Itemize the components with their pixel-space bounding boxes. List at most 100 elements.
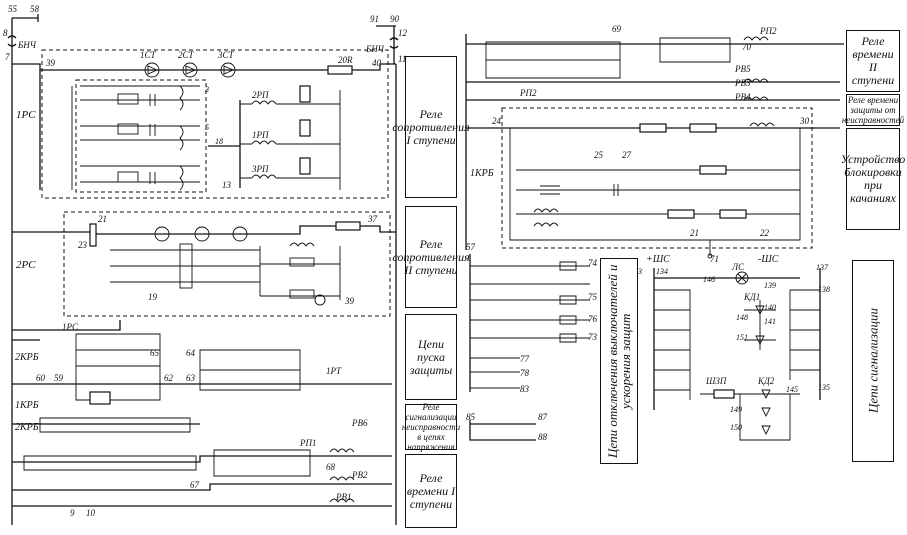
label-139: 139 (764, 281, 776, 290)
block-rv2: 69 70 РП2 РВ5 РВ3 РВ4 РП2 (465, 24, 844, 250)
label-2st: 2СТ (178, 50, 195, 60)
label-90: 90 (390, 14, 400, 24)
caption-tsepi-otkl: Цепи отключения выключателей и ускорения… (600, 258, 638, 464)
label-18: 18 (215, 137, 223, 146)
label-shzp: ШЗП (705, 376, 727, 386)
label-11: 11 (398, 54, 406, 64)
label-rp1: РП1 (299, 438, 317, 448)
label-88: 88 (538, 432, 548, 442)
label-rv2: РВ2 (351, 470, 368, 480)
label-75: 75 (588, 292, 598, 302)
label-76: 76 (588, 314, 598, 324)
label-149: 149 (730, 405, 742, 414)
label-39: 39 (45, 58, 56, 68)
left-supply: 55 58 8 БНЧ 7 (3, 4, 40, 64)
svg-text:2РП: 2РП (252, 90, 269, 100)
label-138: 138 (818, 285, 830, 294)
label-20r: 20R (338, 55, 353, 65)
label-2krb-a: 2КРБ (15, 352, 39, 363)
label-7: 7 (5, 52, 10, 62)
block-sign: +ШС -ШС 133 134 146 137 138 139 140 141 … (630, 254, 830, 441)
label-23: 23 (78, 240, 88, 250)
caption-ustr-blok: Устройство блокировки при качаниях (841, 128, 905, 230)
block-1rs: 39 40 20R 1СТ 2СТ 3СТ 1РС 3 5 13 (12, 49, 396, 199)
label-63: 63 (186, 373, 196, 383)
label-13: 13 (222, 180, 232, 190)
label-rp2: РП2 (759, 26, 777, 36)
label-kd2: КД2 (757, 376, 775, 386)
label-148: 148 (736, 313, 748, 322)
label-146: 146 (703, 275, 715, 284)
label-71: 71 (710, 254, 719, 264)
label-60: 60 (36, 373, 46, 383)
label-2rs: 2РС (16, 259, 36, 271)
label-135: 135 (818, 383, 830, 392)
label-1st: 1СТ (140, 50, 157, 60)
label-65: 65 (150, 348, 160, 358)
label-3: 3 (204, 85, 209, 94)
label-10: 10 (86, 508, 96, 518)
label-150: 150 (730, 423, 742, 432)
label-78: 78 (520, 368, 530, 378)
label-30: 30 (799, 116, 810, 126)
label-1krb-right: 1КРБ (470, 168, 494, 179)
caption-rele-vremeni-2: Реле времени II ступени (846, 30, 900, 92)
label-1rs: 1РС (16, 109, 36, 121)
block-2rs: 21 23 37 2РС 19 39 (12, 211, 396, 317)
svg-text:1РП: 1РП (252, 130, 269, 140)
label-83: 83 (520, 384, 530, 394)
label-145: 145 (786, 385, 798, 394)
label-85: 85 (466, 412, 476, 422)
caption-rele-sopr-1: Реле сопротивления I ступени (392, 56, 470, 198)
label-62: 62 (164, 373, 174, 383)
label-74: 74 (588, 258, 598, 268)
label-57: 57 (466, 242, 476, 252)
label-134: 134 (656, 267, 668, 276)
label-151: 151 (736, 333, 748, 342)
right-supply: 91 90 12 БНЧ 11 (365, 14, 408, 64)
label-8: 8 (3, 28, 8, 38)
label-59: 59 (54, 373, 64, 383)
label-bnch-left: БНЧ (17, 40, 37, 50)
label-21: 21 (98, 214, 107, 224)
caption-tsepi-puska: Цепи пуска защиты (405, 314, 457, 400)
block-pusk: 1РС 2КРБ 1КРБ 2КРБ 60 59 62 63 64 65 1РТ (12, 320, 392, 433)
caption-rele-sign: Реле сигнализации неисправности в цепях … (401, 402, 461, 452)
label-1krb: 1КРБ (15, 400, 39, 411)
label-137: 137 (816, 263, 829, 272)
label-rv3: РВ3 (734, 78, 751, 88)
label-rv6: РВ6 (351, 418, 368, 428)
label-91: 91 (370, 14, 379, 24)
label-77: 77 (520, 354, 530, 364)
label-19: 19 (148, 292, 158, 302)
label-68: 68 (326, 462, 336, 472)
label-70: 70 (742, 42, 752, 52)
label-9: 9 (70, 508, 75, 518)
label-140: 140 (764, 303, 776, 312)
label-87: 87 (538, 412, 548, 422)
label-64: 64 (186, 348, 196, 358)
label-2krb-b: 2КРБ (15, 422, 39, 433)
label-22: 22 (760, 228, 770, 238)
svg-text:1РС: 1РС (62, 322, 79, 332)
caption-tsepi-sign: Цепи сигнализации (852, 260, 894, 462)
label-40: 40 (372, 58, 382, 68)
label-rv1: РВ1 (335, 492, 352, 502)
label-73: 73 (588, 332, 598, 342)
caption-rele-vrem-zash: Реле времени защиты от неисправностей (841, 94, 905, 126)
caption-rele-sopr-2: Реле сопротивления II ступени (392, 206, 470, 308)
svg-text:3РП: 3РП (251, 164, 269, 174)
label-3st: 3СТ (217, 50, 235, 60)
label-plus-shc: +ШС (646, 254, 670, 265)
label-21b: 21 (690, 228, 699, 238)
label-kd1: КД1 (743, 292, 760, 302)
label-rv5: РВ5 (734, 64, 751, 74)
label-141: 141 (764, 317, 776, 326)
caption-rele-vremeni-1: Реле времени I ступени (405, 454, 457, 528)
label-5: 5 (205, 123, 209, 132)
block-rv1: 67 68 9 10 РП1 РВ2 РВ1 РВ6 (12, 418, 392, 518)
label-24: 24 (492, 116, 502, 126)
label-58: 58 (30, 4, 40, 14)
label-12: 12 (398, 28, 408, 38)
